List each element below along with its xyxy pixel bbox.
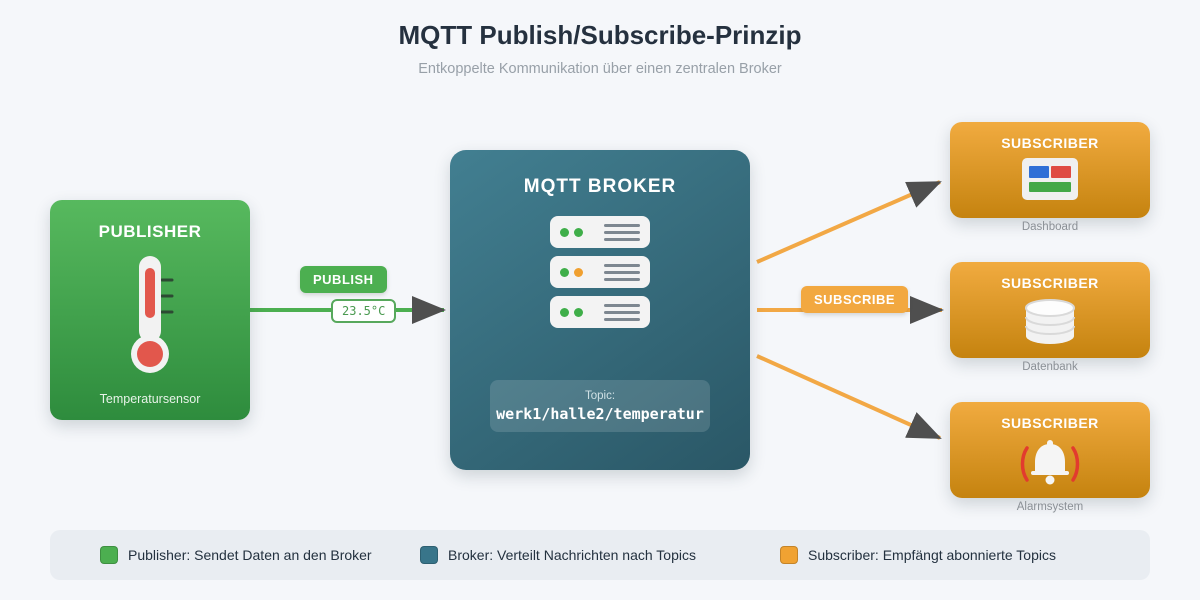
broker-node: MQTT BROKER Topic: werk1/halle2/temperat… (450, 150, 750, 470)
subscriber-node-dashboard: SUBSCRIBER (950, 122, 1150, 218)
subscriber-node-database: SUBSCRIBER (950, 262, 1150, 358)
subscriber-label: Alarmsystem (1016, 501, 1084, 513)
server-stack-icon (550, 216, 650, 328)
subscriber-title: SUBSCRIBER (1001, 275, 1099, 291)
status-dot-green (560, 307, 569, 317)
database-icon (1025, 299, 1075, 344)
server-lines-icon (604, 223, 640, 241)
thermometer-icon (131, 256, 174, 373)
topic-box: Topic: werk1/halle2/temperatur (490, 380, 710, 432)
broker-title: MQTT BROKER (523, 176, 677, 197)
status-dot-green (574, 307, 583, 317)
status-dot-green (560, 227, 569, 237)
topic-label: Topic: (584, 389, 616, 402)
subscriber-label: Dashboard (1021, 221, 1079, 233)
topic-value: werk1/halle2/temperatur (496, 404, 704, 423)
subscriber-title: SUBSCRIBER (1001, 415, 1099, 431)
subscriber-label: Datenbank (1022, 361, 1078, 373)
subscribe-arrow-top (756, 180, 942, 264)
page-subtitle: Entkoppelte Kommunikation über einen zen… (418, 61, 782, 77)
subscribe-badge: SUBSCRIBE (801, 286, 909, 313)
status-dot-green (560, 267, 569, 277)
publisher-label: Temperatursensor (99, 392, 201, 406)
dashboard-icon (1022, 158, 1078, 200)
legend-text: Publisher: Sendet Daten an den Broker (128, 547, 372, 563)
legend-item-subscriber: Subscriber: Empfängt abonnierte Topics (780, 546, 1056, 564)
legend-item-publisher: Publisher: Sendet Daten an den Broker (100, 546, 372, 564)
subscribe-arrow-bottom (756, 354, 942, 440)
legend-item-broker: Broker: Verteilt Nachrichten nach Topics (420, 546, 696, 564)
publish-badge: PUBLISH (300, 266, 387, 293)
legend: Publisher: Sendet Daten an den Broker Br… (50, 530, 1150, 580)
publisher-color-swatch (100, 546, 118, 564)
subscriber-node-alarm: SUBSCRIBER (950, 402, 1150, 498)
temperature-value-chip: 23.5°C (331, 299, 397, 323)
broker-color-swatch (420, 546, 438, 564)
alarm-bell-icon (1020, 440, 1080, 485)
publisher-title: PUBLISHER (98, 222, 202, 241)
legend-text: Broker: Verteilt Nachrichten nach Topics (448, 547, 696, 563)
server-row (550, 256, 650, 288)
server-lines-icon (604, 263, 640, 281)
status-dot-orange (574, 267, 583, 277)
subscriber-color-swatch (780, 546, 798, 564)
legend-text: Subscriber: Empfängt abonnierte Topics (808, 547, 1056, 563)
server-lines-icon (604, 303, 640, 321)
status-dot-green (574, 227, 583, 237)
server-row (550, 296, 650, 328)
page-title: MQTT Publish/Subscribe-Prinzip (398, 20, 802, 50)
subscriber-title: SUBSCRIBER (1001, 135, 1099, 151)
publisher-node: PUBLISHER Temperatursensor (50, 200, 250, 420)
server-row (550, 216, 650, 248)
